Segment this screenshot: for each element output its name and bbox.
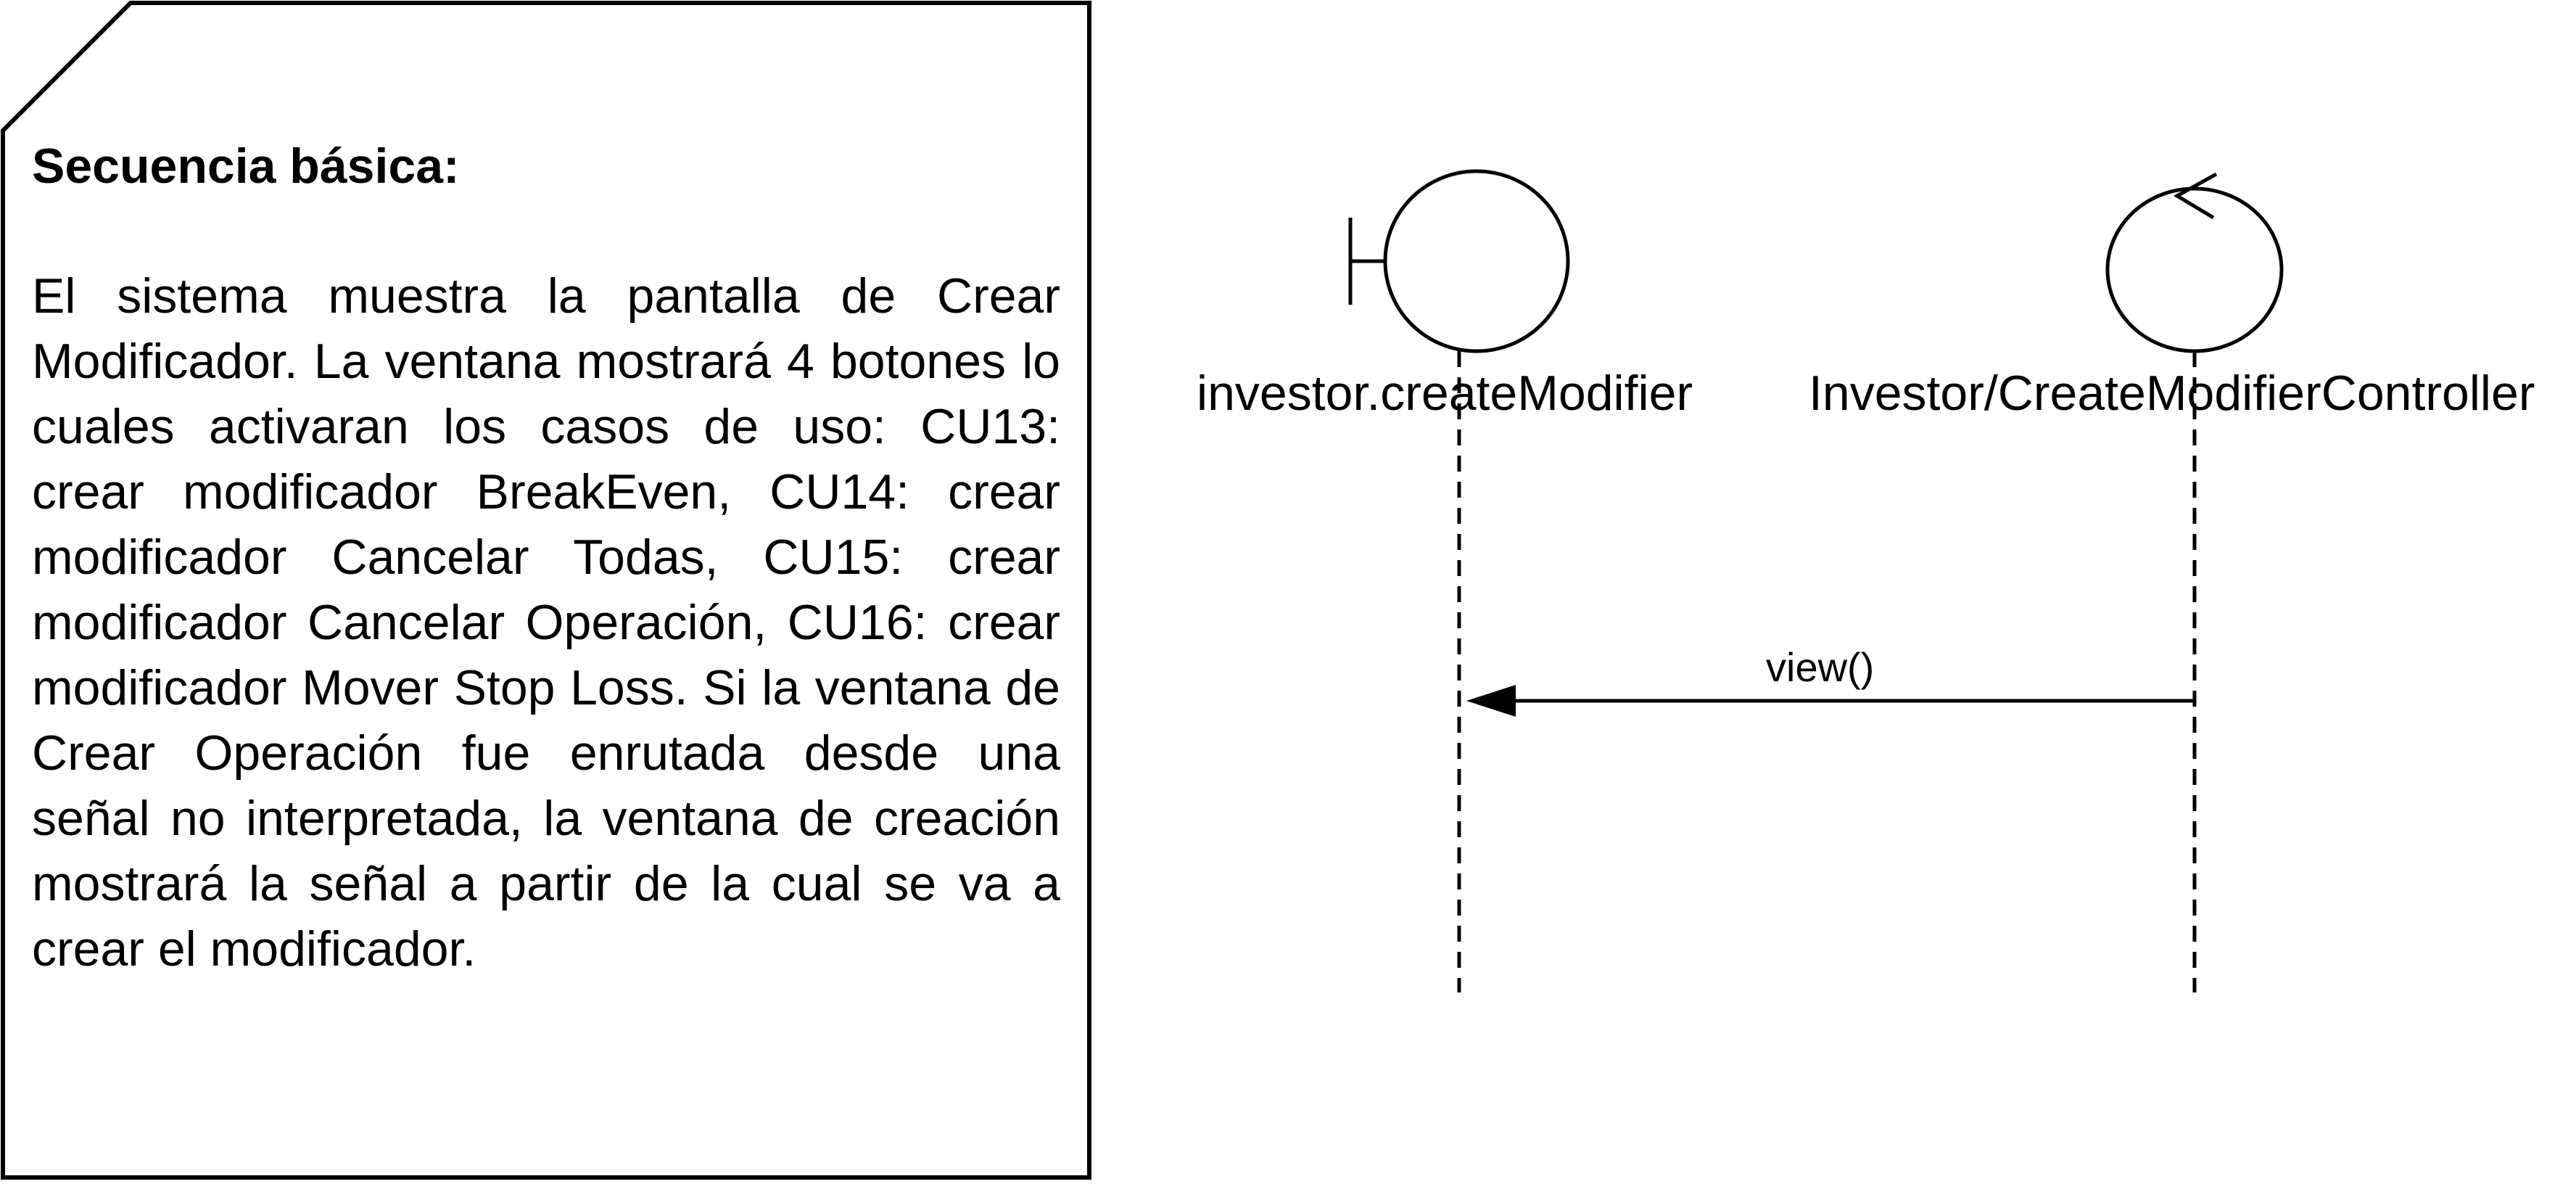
boundary-participant-label: investor.createModifier xyxy=(1197,366,1693,421)
note-heading: Secuencia básica: xyxy=(32,139,460,194)
message-arrowhead-icon xyxy=(1466,685,1516,717)
note-text: Secuencia básica: El sistema muestra la … xyxy=(32,141,1060,982)
boundary-participant-icon xyxy=(1348,169,1570,353)
control-participant-icon xyxy=(2105,172,2284,353)
note-body: El sistema muestra la pantalla de Crear … xyxy=(32,268,1060,977)
controller-participant-label: Investor/CreateModifierController xyxy=(1809,366,2535,421)
note-frame xyxy=(1,1,1091,1180)
message-view-label: view() xyxy=(1766,644,1875,690)
